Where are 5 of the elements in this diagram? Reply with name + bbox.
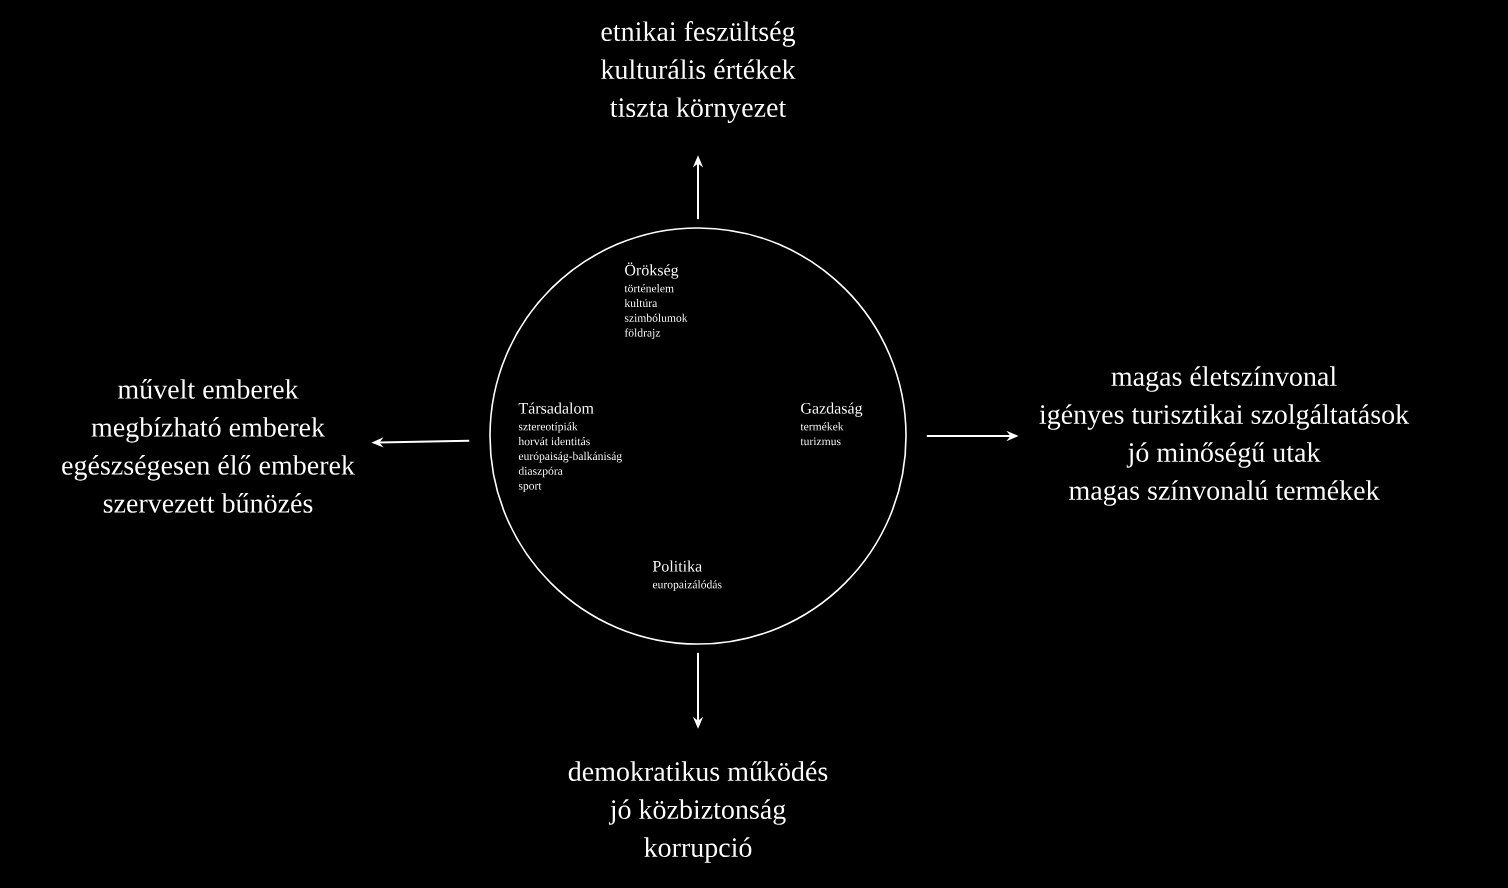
outcome-text: magas életszínvonal igényes turisztikai szolgáltatások jó minőségű utak magas színvonalú termékek	[1039, 366, 1410, 506]
outcome-text: etnikai feszültség kulturális értékek tiszta környezet	[600, 21, 796, 123]
outcome-text: demokratikus működés jó közbiztonság korrupció	[568, 761, 828, 863]
outcome-text: művelt emberek megbízható emberek egészségesen élő emberek szervezett bűnözés	[62, 379, 355, 513]
circle-outline	[489, 227, 907, 645]
